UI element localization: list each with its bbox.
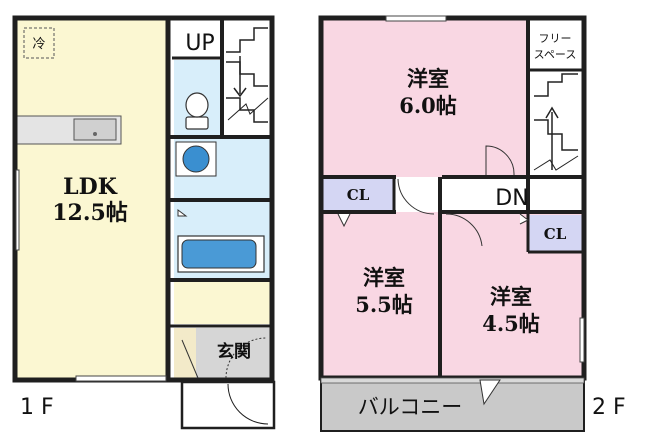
room-a-name: 洋室 — [407, 66, 449, 91]
bathtub-icon — [177, 235, 265, 273]
balcony-label: バルコニー — [358, 395, 463, 419]
cl-right-label: CL — [544, 225, 567, 243]
free-space-label-2: スペース — [534, 48, 577, 61]
floor-2: 洋室 6.0帖 洋室 5.5帖 洋室 4.5帖 フリー スペース CL CL D… — [318, 15, 626, 432]
free-space-label-1: フリー — [539, 32, 572, 45]
stairs-2f — [528, 72, 582, 180]
sink — [73, 118, 117, 141]
stairs-steps-2f — [533, 73, 579, 171]
hall-2f — [400, 177, 528, 210]
free-space — [528, 20, 582, 70]
hallway — [174, 282, 270, 324]
floor-2-label: 2 F — [592, 395, 626, 420]
up-label: UP — [185, 31, 214, 56]
floor-1: 冷 UP — [12, 15, 276, 430]
room-5-5 — [323, 212, 439, 376]
ldk-room — [17, 20, 166, 378]
genkan-label: 玄関 — [217, 341, 251, 362]
wash-basin-icon — [175, 141, 217, 177]
genkan-area — [196, 328, 270, 378]
dn-label: DN — [495, 186, 528, 211]
ldk-size: 12.5帖 — [52, 200, 128, 226]
cl-left-box — [323, 177, 393, 211]
toilet-icon — [185, 92, 209, 130]
cl-right-box — [528, 215, 582, 251]
fridge-label: 冷 — [32, 37, 45, 52]
balcony — [320, 377, 585, 432]
room-c-size: 4.5帖 — [482, 311, 540, 336]
room-6-0 — [323, 20, 528, 177]
room-c-name: 洋室 — [490, 284, 532, 309]
room-b-size: 5.5帖 — [355, 292, 413, 317]
floor-1-label: 1 F — [20, 395, 54, 420]
room-a-size: 6.0帖 — [399, 93, 457, 118]
porch — [180, 380, 276, 430]
entry-step — [174, 328, 196, 378]
cl-left-label: CL — [347, 186, 370, 204]
fridge-space — [23, 27, 55, 59]
ldk-name: LDK — [63, 174, 118, 200]
room-b-name: 洋室 — [363, 265, 405, 290]
stairs-steps-1f — [226, 27, 269, 123]
